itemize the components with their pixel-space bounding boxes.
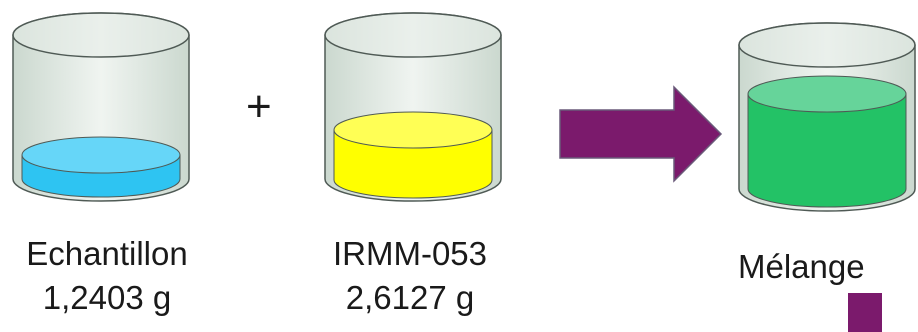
beaker-sample-rim <box>12 12 190 58</box>
spike-mass-label: 2,6127 g <box>345 279 475 316</box>
beaker-mixture-liquid-surface <box>747 75 907 113</box>
plus-operator: + <box>246 82 272 131</box>
beaker-sample-liquid-surface <box>21 136 181 174</box>
beaker-sample <box>12 12 190 202</box>
beaker-mixture-liquid <box>747 93 907 208</box>
beaker-mixture-rim <box>738 22 916 68</box>
beaker-spike-liquid-surface <box>333 111 493 149</box>
mixture-name-label: Mélange <box>738 248 865 285</box>
beaker-mixture <box>738 22 916 212</box>
sample-name-label: Echantillon <box>26 235 188 272</box>
beaker-spike-liquid <box>333 129 493 199</box>
mixture-marker-square <box>848 293 882 332</box>
spike-name-label: IRMM-053 <box>332 235 488 272</box>
beaker-spike <box>324 12 502 202</box>
sample-mass-label: 1,2403 g <box>42 279 172 316</box>
right-arrow-icon <box>559 85 723 183</box>
beaker-spike-rim <box>324 12 502 58</box>
